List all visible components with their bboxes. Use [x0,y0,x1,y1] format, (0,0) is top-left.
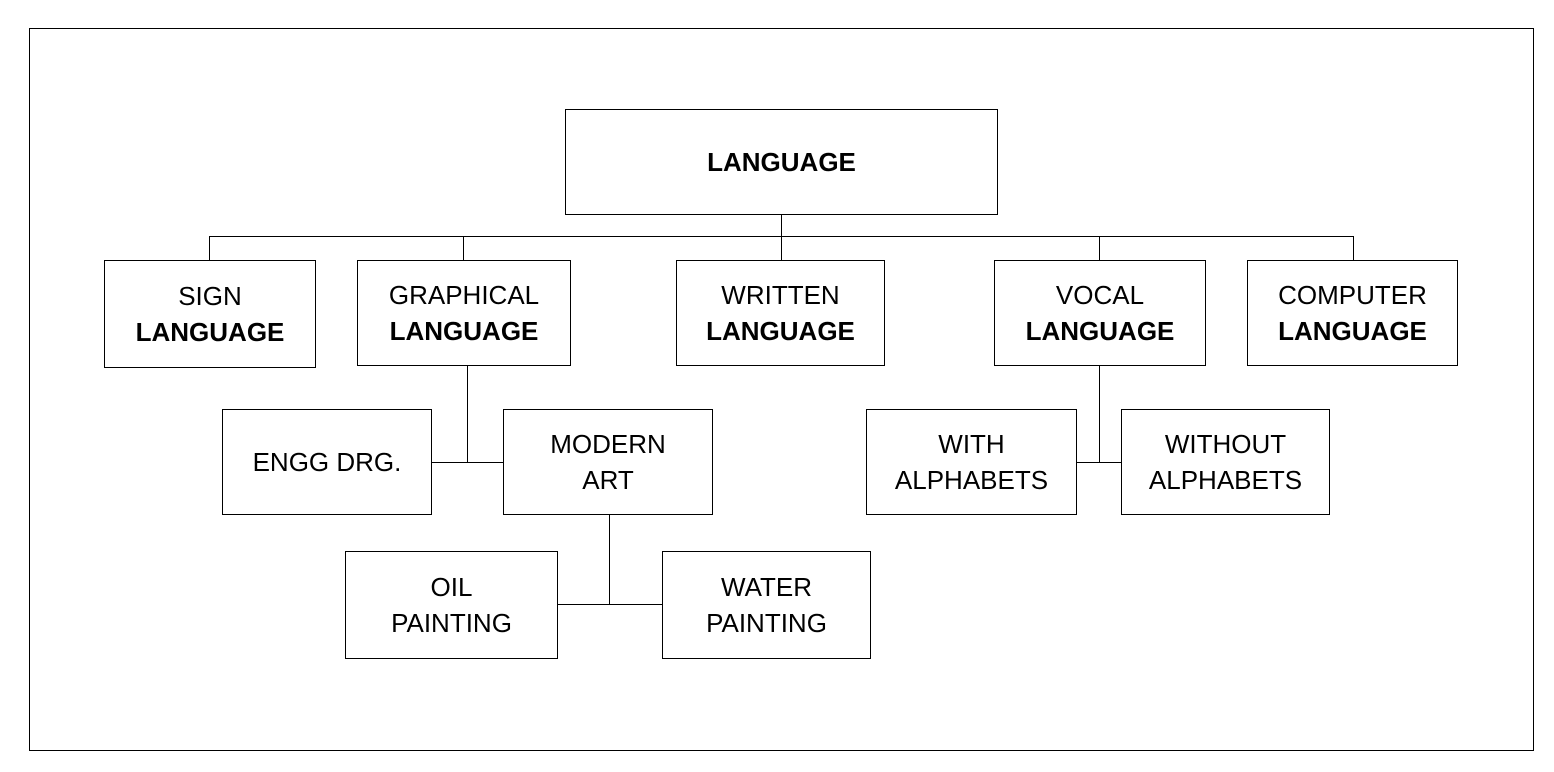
node-label-line1: COMPUTER [1278,280,1427,310]
node-label-line1: MODERN [550,429,666,459]
node-label-line1: ENGG DRG. [252,447,402,477]
node-label-line2: LANGUAGE [389,316,539,346]
node-engg-drg: ENGG DRG. [222,409,432,515]
node-label-line1: GRAPHICAL [388,280,540,310]
node-label-line1: OIL [430,572,473,602]
node-label-line2: PAINTING [391,608,512,638]
node-label-line1: WRITTEN [721,280,840,310]
node-with-alphabets: WITH ALPHABETS [866,409,1077,515]
diagram-frame [29,28,1534,751]
node-label-line2: ART [582,465,634,495]
node-label-line2: LANGUAGE [706,316,855,346]
node-label-line1: WITHOUT [1164,429,1287,459]
node-label-line1: VOCAL [1055,280,1145,310]
node-computer-language: COMPUTER LANGUAGE [1247,260,1458,366]
node-oil-painting: OIL PAINTING [345,551,558,659]
node-label-line1: SIGN [178,281,242,311]
node-label-line2: LANGUAGE [1025,316,1175,346]
node-water-painting: WATER PAINTING [662,551,871,659]
node-label-line2: LANGUAGE [1278,316,1427,346]
node-modern-art: MODERN ART [503,409,713,515]
node-label-line2: PAINTING [706,608,827,638]
node-label-line2: ALPHABETS [894,465,1049,495]
node-label-line2: ALPHABETS [1148,465,1303,495]
node-label-line1: WITH [938,429,1005,459]
node-label-line2: LANGUAGE [135,317,285,347]
node-without-alphabets: WITHOUT ALPHABETS [1121,409,1330,515]
node-label: LANGUAGE [707,147,856,177]
node-language: LANGUAGE [565,109,998,215]
node-label-line1: WATER [721,572,812,602]
node-vocal-language: VOCAL LANGUAGE [994,260,1206,366]
node-graphical-language: GRAPHICAL LANGUAGE [357,260,571,366]
node-written-language: WRITTEN LANGUAGE [676,260,885,366]
node-sign-language: SIGN LANGUAGE [104,260,316,368]
